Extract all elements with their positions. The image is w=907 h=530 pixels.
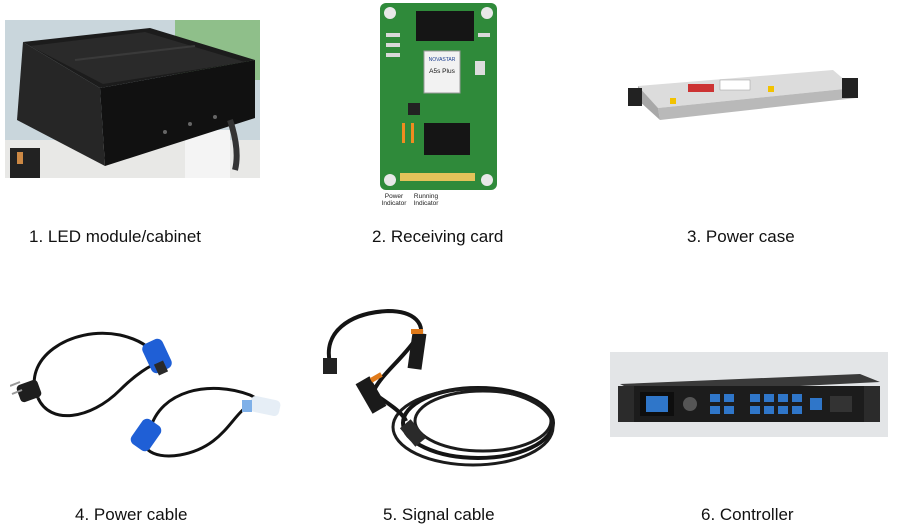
card-brand-text: NOVASTAR [429, 57, 456, 63]
caption-signal-cable: 5. Signal cable [383, 505, 495, 524]
power-indicator-label: Power Indicator [381, 193, 407, 207]
power-supply-image [628, 66, 860, 124]
power-cable-icon [9, 331, 281, 458]
controller-icon [610, 352, 888, 437]
running-indicator-label: Running Indicator [413, 193, 439, 207]
led-cabinet-image [5, 20, 260, 178]
signal-cable-icon [323, 308, 555, 467]
led-cabinet-icon [5, 20, 260, 178]
signal-cable-image [318, 303, 563, 468]
card-model-text: A5s Plus [429, 68, 455, 75]
controller-image [610, 352, 888, 437]
caption-controller: 6. Controller [701, 505, 794, 524]
caption-receiving-card: 2. Receiving card [372, 227, 504, 246]
receiving-card-icon: NOVASTAR A5s Plus [380, 3, 497, 190]
power-supply-icon [628, 70, 858, 120]
receiving-card-image: NOVASTAR A5s Plus Power Indicator Runnin… [380, 3, 497, 208]
caption-power-cable: 4. Power cable [75, 505, 188, 524]
caption-led-module: 1. LED module/cabinet [29, 227, 201, 246]
caption-power-case: 3. Power case [687, 227, 795, 246]
power-cable-image [9, 320, 292, 475]
